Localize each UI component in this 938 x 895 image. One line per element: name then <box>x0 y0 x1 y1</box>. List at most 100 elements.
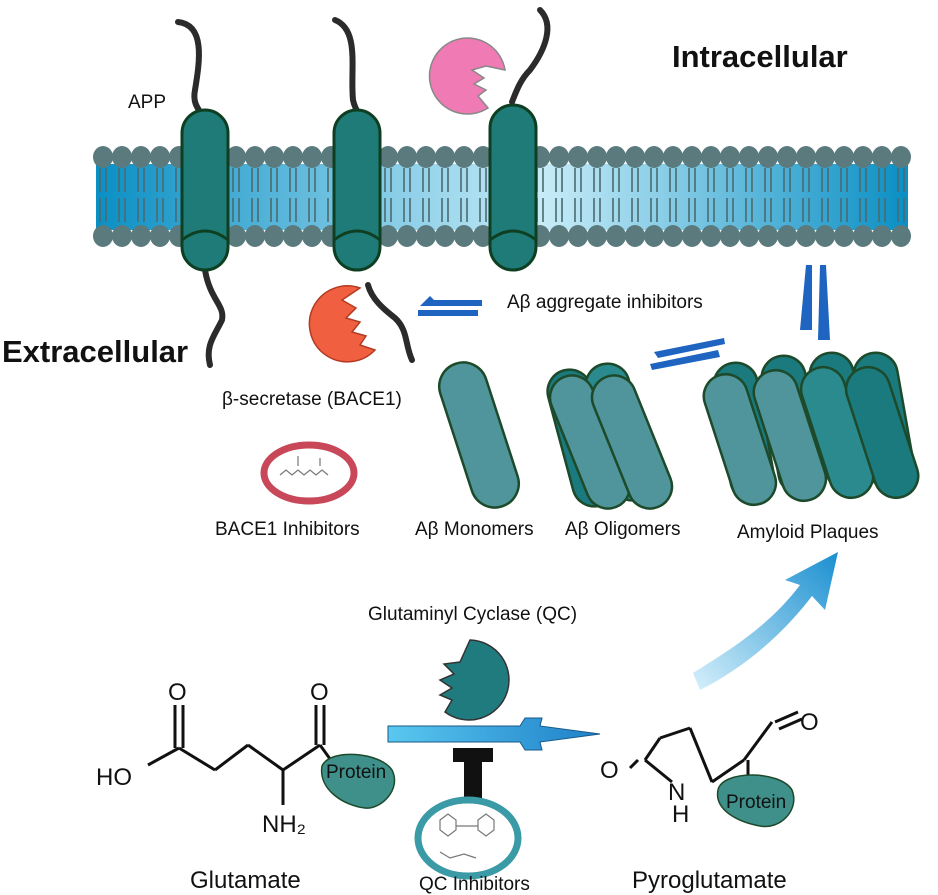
lipid-tail <box>840 198 848 222</box>
lipid-head <box>872 146 892 168</box>
lipid-tail <box>726 198 734 222</box>
lipid-tail <box>156 168 164 192</box>
lipid-tail <box>650 198 658 222</box>
lipid-head <box>625 225 645 247</box>
aggregate-inhibitors-label: Aβ aggregate inhibitors <box>507 292 703 313</box>
lipid-head <box>834 225 854 247</box>
lipid-tail <box>289 198 297 222</box>
lipid-tail <box>745 168 753 192</box>
glutamate-hydroxyl: HO <box>96 764 132 791</box>
lipid-head <box>416 146 436 168</box>
glutamate-structure <box>147 705 340 805</box>
lipid-head <box>131 146 151 168</box>
lipid-head <box>720 225 740 247</box>
lipid-tail <box>878 168 886 192</box>
lipid-tail <box>460 168 468 192</box>
lipid-head <box>264 225 284 247</box>
lipid-tail <box>802 198 810 222</box>
lipid-head <box>834 146 854 168</box>
lipid-tail <box>707 168 715 192</box>
lipid-tail <box>479 168 487 192</box>
lipid-head <box>283 225 303 247</box>
lipid-tail <box>650 168 658 192</box>
lipid-head <box>625 146 645 168</box>
lipid-tail <box>460 198 468 222</box>
lipid-head <box>891 146 911 168</box>
lipid-tail <box>251 198 259 222</box>
qc-inhibition-bar <box>453 748 493 808</box>
curved-arrow-to-plaques <box>693 552 838 690</box>
lipid-tail <box>232 198 240 222</box>
qc-inhibitor-icon <box>414 796 522 880</box>
bace1-inhibitor-icon <box>260 441 358 505</box>
lipid-tail <box>745 198 753 222</box>
lipid-tail <box>631 198 639 222</box>
pyroglutamate-oxygen-1: O <box>600 757 619 784</box>
lipid-tail <box>384 168 392 192</box>
lipid-tail <box>99 198 107 222</box>
lipid-head <box>682 225 702 247</box>
lipid-tail <box>156 198 164 222</box>
pink-secretase-icon <box>428 37 506 115</box>
lipid-tail <box>688 168 696 192</box>
lipid-head <box>872 225 892 247</box>
equilibrium-arrow-aggregate <box>418 296 482 316</box>
lipid-head <box>568 146 588 168</box>
lipid-head <box>606 146 626 168</box>
lipid-head <box>93 225 113 247</box>
glutamate-protein-label: Protein <box>326 762 386 783</box>
lipid-head <box>302 225 322 247</box>
lipid-head <box>378 146 398 168</box>
lipid-head <box>891 225 911 247</box>
lipid-head <box>93 146 113 168</box>
lipid-tail <box>555 168 563 192</box>
lipid-tail <box>897 198 905 222</box>
protein-blob-glutamate <box>321 753 396 809</box>
conversion-arrow <box>387 717 601 751</box>
lipid-head <box>112 146 132 168</box>
lipid-tail <box>270 168 278 192</box>
lipid-tail <box>555 198 563 222</box>
glutamate-amine: NH₂ <box>262 811 306 838</box>
glutamate-label: Glutamate <box>190 867 301 894</box>
lipid-head <box>644 146 664 168</box>
lipid-tail <box>232 168 240 192</box>
monomer-rod <box>437 361 521 509</box>
lipid-tail <box>118 168 126 192</box>
plaque-rods <box>702 351 920 507</box>
lipid-head <box>283 146 303 168</box>
lipid-head <box>587 225 607 247</box>
lipid-head <box>777 146 797 168</box>
lipid-tail <box>593 168 601 192</box>
lipid-tail <box>118 198 126 222</box>
lipid-head <box>815 146 835 168</box>
bace1-inhibitors-label: BACE1 Inhibitors <box>215 519 360 540</box>
lipid-head <box>131 225 151 247</box>
lipid-tail <box>840 168 848 192</box>
lipid-tail <box>308 168 316 192</box>
lipid-head <box>245 146 265 168</box>
bace1-enzyme-icon <box>308 285 377 363</box>
pyroglutamate-label: Pyroglutamate <box>632 867 787 894</box>
lipid-head <box>682 146 702 168</box>
plaques-label: Amyloid Plaques <box>737 522 879 543</box>
lipid-tail <box>137 168 145 192</box>
lipid-tail <box>612 168 620 192</box>
glutamate-oxygen-1: O <box>168 679 187 706</box>
lipid-tail <box>707 198 715 222</box>
lipid-tail <box>574 168 582 192</box>
lipid-head <box>758 225 778 247</box>
lipid-head <box>796 225 816 247</box>
lipid-head <box>606 225 626 247</box>
lipid-tail <box>137 198 145 222</box>
lipid-tail <box>270 198 278 222</box>
qc-label: Glutaminyl Cyclase (QC) <box>368 604 577 625</box>
lipid-tail <box>783 198 791 222</box>
lipid-head <box>416 225 436 247</box>
lipid-head <box>663 225 683 247</box>
lipid-tail <box>403 198 411 222</box>
lipid-head <box>473 225 493 247</box>
pyroglutamate-nitrogen: N <box>668 779 685 806</box>
lipid-tail <box>289 168 297 192</box>
lipid-head <box>454 225 474 247</box>
